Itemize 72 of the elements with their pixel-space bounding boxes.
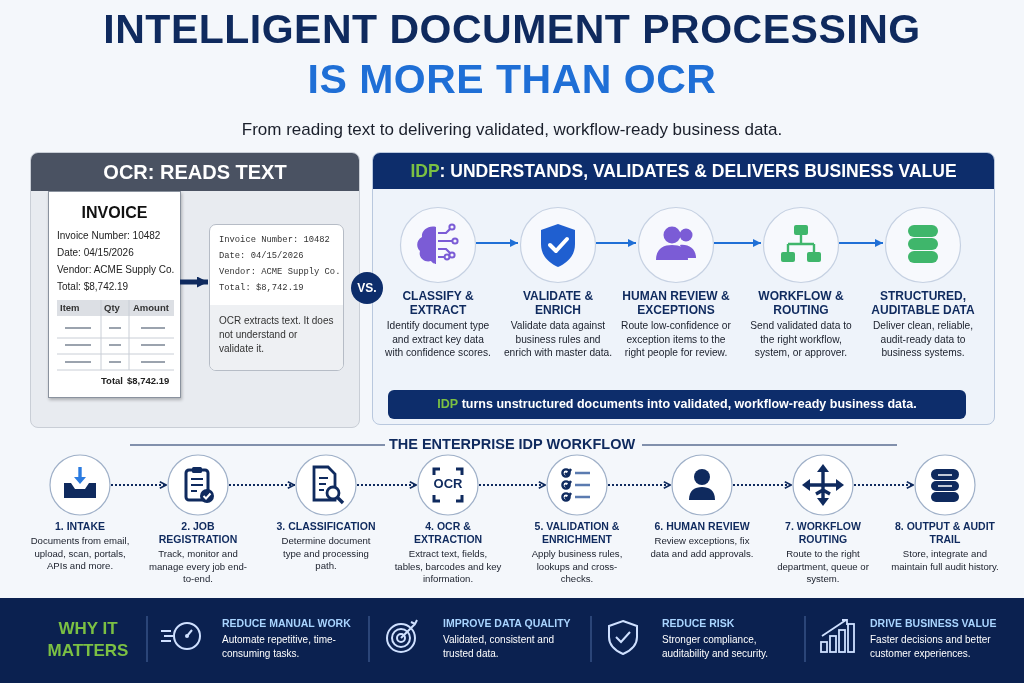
arrow (595, 239, 637, 247)
step-description: Validate data against business rules and enrich with master data. (503, 319, 613, 360)
invoice-field: Date: 04/15/2026 (57, 247, 134, 258)
benefit-description: Faster decisions and better customer experiences. (870, 633, 992, 661)
extracted-text-line: Date: 04/15/2026 (219, 251, 304, 261)
arrow (713, 239, 762, 247)
extracted-text-line: Vendor: ACME Supply Co. (219, 267, 341, 277)
invoice-field: Total: $8,742.19 (57, 281, 129, 292)
total-amount: $8,742.19 (127, 375, 170, 386)
step-description: Route to the right department, queue or system. (776, 548, 870, 586)
step-title: 8. OUTPUT & AUDIT TRAIL (894, 520, 996, 546)
column-heading: Amount (133, 302, 169, 313)
step-description: Store, integrate and maintain full audit history. (891, 548, 999, 573)
total-label: Total (101, 375, 123, 386)
arrow (110, 481, 168, 489)
invoice-document (48, 191, 181, 398)
column-heading: Item (60, 302, 80, 313)
benefit-title: IMPROVE DATA QUALITY (443, 617, 571, 629)
invoice-field: Invoice Number: 10482 (57, 230, 161, 241)
step-description: Review exceptions, fix data and add approvals. (649, 535, 755, 560)
arrow (607, 481, 672, 489)
benefit-title: DRIVE BUSINESS VALUE (870, 617, 997, 629)
benefit-description: Validated, consistent and trusted data. (443, 633, 555, 661)
title: IS MORE THAN OCR (306, 56, 718, 103)
step-title: 6. HUMAN REVIEW (653, 520, 751, 533)
extracted-text-line: Invoice Number: 10482 (219, 235, 330, 245)
step-title: 3. CLASSIFICATION (275, 520, 377, 533)
step-description: Extract text, fields, tables, barcodes and key information. (394, 548, 502, 586)
benefit-description: Stronger compliance, auditability and security. (662, 633, 769, 661)
icon-text: OCR (432, 476, 464, 491)
document-title: INVOICE (80, 204, 149, 222)
benefit-description: Automate repetitive, time-consuming tasks. (222, 633, 337, 661)
step-title: CLASSIFY & EXTRACT (401, 289, 475, 317)
ocr-output-card (209, 224, 344, 371)
section-heading: THE ENTERPRISE IDP WORKFLOW (387, 436, 637, 452)
arrow (228, 481, 296, 489)
step-title: 4. OCR & EXTRACTION (412, 520, 484, 546)
extracted-text-line: Total: $8,742.19 (219, 283, 304, 293)
step-description: Deliver clean, reliable, audit-ready data to business systems. (871, 319, 975, 360)
arrow (475, 239, 519, 247)
step-title: 2. JOB REGISTRATION (157, 520, 239, 546)
arrow (356, 481, 418, 489)
step-description: Identify document type and extract key data with confidence scores. (384, 319, 492, 360)
panel-heading: IDP: UNDERSTANDS, VALIDATES & DELIVERS BUSINESS VALUE (373, 153, 994, 189)
invoice-field: Vendor: ACME Supply Co. (57, 264, 175, 275)
arrow (180, 276, 208, 288)
step-description: Track, monitor and manage every job end-to-end. (147, 548, 249, 586)
arrow (732, 481, 793, 489)
summary-banner: IDP turns unstructured documents into validated, workflow-ready business data. (388, 390, 966, 419)
ocr-note: OCR extracts text. It does not understand or validate it. (210, 305, 343, 370)
benefit-title: REDUCE MANUAL WORK (222, 617, 351, 629)
step-title: WORKFLOW & ROUTING (757, 289, 845, 317)
step-title: HUMAN REVIEW & EXCEPTIONS (621, 289, 731, 317)
step-description: Route low-confidence or exception items to the right people for review. (621, 319, 731, 360)
step-title: 5. VALIDATION & ENRICHMENT (533, 520, 621, 546)
step-description: Apply business rules, lookups and cross-checks. (530, 548, 624, 586)
subtitle: From reading text to delivering validated, workflow-ready business data. (240, 120, 784, 140)
arrow (853, 481, 915, 489)
step-description: Documents from email, upload, scan, portals, APIs and more. (29, 535, 131, 573)
step-title: STRUCTURED, AUDITABLE DATA (870, 289, 976, 317)
panel-heading: OCR: READS TEXT (31, 153, 359, 191)
step-description: Determine document type and processing path. (280, 535, 372, 573)
benefit-title: REDUCE RISK (662, 617, 735, 629)
title: INTELLIGENT DOCUMENT PROCESSING (102, 6, 922, 53)
arrow (838, 239, 884, 247)
step-title: 1. INTAKE (54, 520, 106, 533)
section-heading: WHY IT MATTERS (46, 618, 130, 662)
column-heading: Qty (104, 302, 120, 313)
step-title: 7. WORKFLOW ROUTING (784, 520, 862, 546)
step-description: Send validated data to the right workflow, system, or approver. (749, 319, 853, 360)
arrow (478, 481, 547, 489)
step-title: VALIDATE & ENRICH (521, 289, 595, 317)
